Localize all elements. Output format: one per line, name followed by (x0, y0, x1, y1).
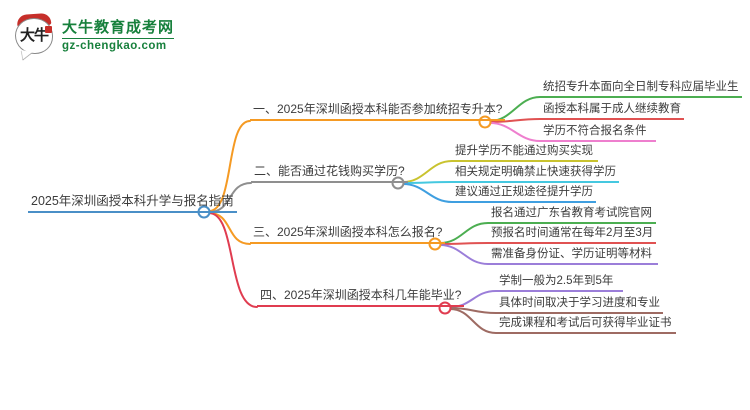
branch-4-topic[interactable]: 四、2025年深圳函授本科几年能毕业? (257, 287, 465, 307)
logo-circle (15, 18, 53, 54)
branch-1-child-3-connector (489, 122, 541, 142)
branch-3-topic[interactable]: 三、2025年深圳函授本科怎么报名? (250, 224, 446, 244)
branch-2-child-3[interactable]: 建议通过正规途径提升学历 (452, 185, 596, 203)
logo-text-block: 大牛教育成考网 gz-chengkao.com (62, 19, 175, 53)
logo-characters: 大牛 (19, 27, 49, 44)
branch-4-child-3-connector (449, 308, 497, 334)
branch-4-child-2[interactable]: 具体时间取决于学习进度和专业 (496, 296, 663, 314)
branch-2-topic[interactable]: 二、能否通过花钱购买学历? (251, 163, 408, 183)
site-url: gz-chengkao.com (62, 40, 167, 52)
site-name: 大牛教育成考网 (62, 19, 175, 36)
root-topic[interactable]: 2025年深圳函授本科升学与报名指南 (28, 192, 237, 213)
branch-3-child-2[interactable]: 预报名时间通常在每年2月至3月 (488, 226, 657, 244)
branch-4-child-1[interactable]: 学制一般为2.5年到5年 (496, 274, 623, 292)
branch-4-child-3[interactable]: 完成课程和考试后可获得毕业证书 (496, 316, 676, 334)
logo-bubble-icon: 大牛 (14, 12, 56, 62)
branch-1-topic[interactable]: 一、2025年深圳函授本科能否参加统招专升本? (250, 101, 506, 121)
branch-1-child-3[interactable]: 学历不符合报名条件 (540, 124, 656, 142)
root-to-branch-4-connector (208, 212, 258, 308)
root-to-branch-3-connector (208, 212, 251, 245)
branch-2-child-2-connector (402, 181, 453, 184)
branch-3-child-3[interactable]: 需准备身份证、学历证明等材料 (488, 247, 658, 265)
branch-1-child-2-connector (489, 118, 541, 123)
site-logo[interactable]: 大牛 大牛教育成考网 gz-chengkao.com (14, 12, 175, 62)
branch-2-child-3-connector (402, 183, 453, 203)
root-to-branch-1-connector (208, 120, 251, 212)
branch-4-child-2-connector (449, 307, 497, 314)
branch-3-child-1-connector (439, 222, 489, 244)
branch-2-node-handle[interactable] (391, 176, 405, 190)
branch-3-child-1[interactable]: 报名通过广东省教育考试院官网 (488, 206, 656, 224)
branch-3-child-3-connector (439, 244, 489, 265)
branch-2-child-2[interactable]: 相关规定明确禁止快速获得学历 (452, 165, 619, 183)
logo-seal-icon (45, 26, 52, 33)
branch-2-child-1[interactable]: 提升学历不能通过购买实现 (452, 144, 598, 162)
branch-1-child-2[interactable]: 函授本科属于成人继续教育 (540, 102, 684, 120)
logo-divider (62, 38, 175, 39)
branch-3-node-handle[interactable] (428, 237, 442, 251)
branch-2-child-1-connector (402, 160, 453, 183)
branch-1-child-1[interactable]: 统招专升本面向全日制专科应届毕业生 (540, 80, 742, 98)
branch-3-child-2-connector (439, 242, 489, 245)
